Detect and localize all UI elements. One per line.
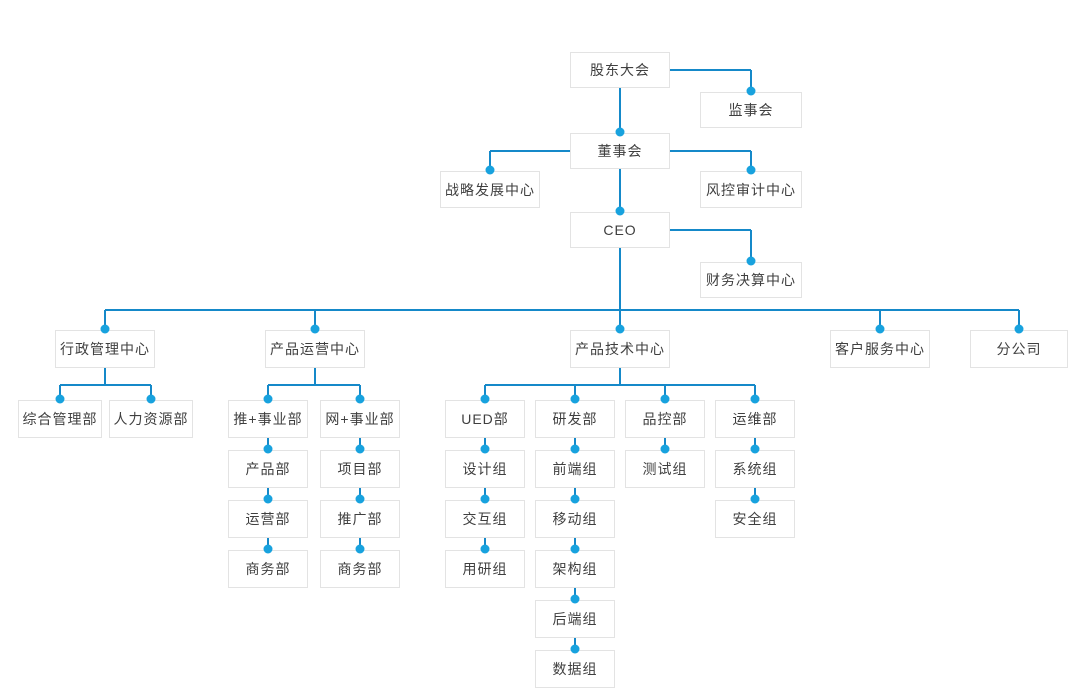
org-node-project-dept: 项目部: [320, 450, 400, 488]
org-node-hr-dept: 人力资源部: [109, 400, 193, 438]
org-node-label: 综合管理部: [22, 411, 98, 427]
org-node-label: 风控审计中心: [706, 181, 796, 198]
org-node-label: 数据组: [552, 661, 598, 677]
org-node-label: 安全组: [732, 511, 778, 527]
org-node-strategy-center: 战略发展中心: [440, 171, 540, 208]
org-node-data-group: 数据组: [535, 650, 615, 688]
org-node-label: 测试组: [642, 461, 688, 477]
org-node-interaction-group: 交互组: [445, 500, 525, 538]
org-node-wang-division: 网+事业部: [320, 400, 400, 438]
org-node-label: 系统组: [732, 461, 778, 477]
org-node-label: 研发部: [552, 411, 598, 427]
org-node-architecture-group: 架构组: [535, 550, 615, 588]
org-node-user-research-group: 用研组: [445, 550, 525, 588]
org-node-supervisory: 监事会: [700, 92, 802, 128]
org-node-security-group: 安全组: [715, 500, 795, 538]
org-node-label: 产品运营中心: [270, 341, 360, 357]
org-node-promotion-dept: 推广部: [320, 500, 400, 538]
org-node-label: 财务决算中心: [706, 272, 796, 288]
org-node-ued-dept: UED部: [445, 400, 525, 438]
org-node-label: 人力资源部: [113, 411, 189, 427]
org-node-admin-center: 行政管理中心: [55, 330, 155, 368]
org-node-label: 品控部: [642, 411, 688, 427]
org-node-label: 行政管理中心: [60, 341, 150, 357]
org-node-label: 设计组: [462, 461, 508, 477]
org-node-label: 客户服务中心: [835, 341, 925, 357]
org-node-label: 网+事业部: [325, 411, 395, 427]
org-node-tui-division: 推+事业部: [228, 400, 308, 438]
org-node-business-dept-2: 商务部: [320, 550, 400, 588]
org-node-label: 监事会: [728, 102, 774, 118]
org-node-shareholders: 股东大会: [570, 52, 670, 88]
org-node-branch-company: 分公司: [970, 330, 1068, 368]
org-node-product-ops-center: 产品运营中心: [265, 330, 365, 368]
org-node-label: CEO: [603, 222, 637, 238]
org-node-label: 运维部: [732, 411, 778, 427]
org-node-label: 运营部: [245, 511, 291, 527]
org-node-risk-audit-center: 风控审计中心: [700, 171, 802, 208]
org-node-label: UED部: [461, 411, 509, 427]
org-node-label: 推+事业部: [233, 411, 303, 427]
org-node-qc-dept: 品控部: [625, 400, 705, 438]
org-node-label: 商务部: [245, 561, 291, 577]
org-node-label: 股东大会: [590, 62, 650, 78]
org-node-design-group: 设计组: [445, 450, 525, 488]
org-node-label: 董事会: [597, 143, 643, 159]
org-node-label: 架构组: [552, 561, 598, 577]
org-node-finance-center: 财务决算中心: [700, 262, 802, 298]
org-node-board: 董事会: [570, 133, 670, 169]
org-node-operations-dept: 运营部: [228, 500, 308, 538]
org-node-rnd-dept: 研发部: [535, 400, 615, 438]
org-node-testing-group: 测试组: [625, 450, 705, 488]
org-node-business-dept-1: 商务部: [228, 550, 308, 588]
org-node-ceo: CEO: [570, 212, 670, 248]
org-node-product-dept: 产品部: [228, 450, 308, 488]
org-node-label: 项目部: [337, 461, 383, 477]
org-node-frontend-group: 前端组: [535, 450, 615, 488]
org-node-customer-service-center: 客户服务中心: [830, 330, 930, 368]
org-node-system-group: 系统组: [715, 450, 795, 488]
org-node-label: 前端组: [552, 461, 598, 477]
org-node-label: 推广部: [337, 511, 383, 527]
org-node-product-tech-center: 产品技术中心: [570, 330, 670, 368]
org-node-mobile-group: 移动组: [535, 500, 615, 538]
org-node-label: 商务部: [337, 561, 383, 577]
org-node-general-mgmt-dept: 综合管理部: [18, 400, 102, 438]
org-node-label: 分公司: [996, 341, 1042, 357]
org-node-label: 移动组: [552, 511, 598, 527]
org-node-backend-group: 后端组: [535, 600, 615, 638]
org-node-label: 后端组: [552, 611, 598, 627]
org-node-label: 产品技术中心: [575, 341, 665, 357]
org-node-label: 用研组: [462, 561, 508, 577]
org-node-label: 产品部: [245, 461, 291, 477]
org-node-ops-maint-dept: 运维部: [715, 400, 795, 438]
org-node-label: 战略发展中心: [445, 181, 535, 198]
org-node-label: 交互组: [462, 511, 508, 527]
